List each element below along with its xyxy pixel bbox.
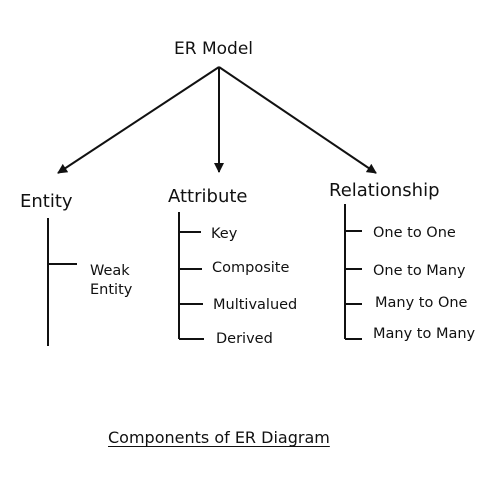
- attribute-item-multivalued: Multivalued: [213, 297, 298, 313]
- entity-heading: Entity: [20, 191, 73, 212]
- relationship-item-one-to-many: One to Many: [373, 263, 466, 279]
- relationship-item-one-to-one: One to One: [373, 225, 456, 241]
- entity-item-weak-entity: Weak Entity: [90, 263, 133, 298]
- root-node-label: ER Model: [174, 39, 253, 59]
- attribute-heading: Attribute: [168, 186, 248, 207]
- arrow-to-entity: [57, 66, 220, 174]
- attribute-item-derived: Derived: [216, 331, 273, 347]
- relationship-item-many-to-many: Many to Many: [373, 326, 476, 342]
- arrow-to-relationship: [218, 66, 377, 174]
- attribute-item-key: Key: [211, 226, 238, 242]
- diagram-caption: Components of ER Diagram: [108, 428, 330, 447]
- relationship-heading: Relationship: [329, 180, 440, 201]
- attribute-item-composite: Composite: [212, 260, 290, 276]
- relationship-item-many-to-one: Many to One: [375, 295, 468, 311]
